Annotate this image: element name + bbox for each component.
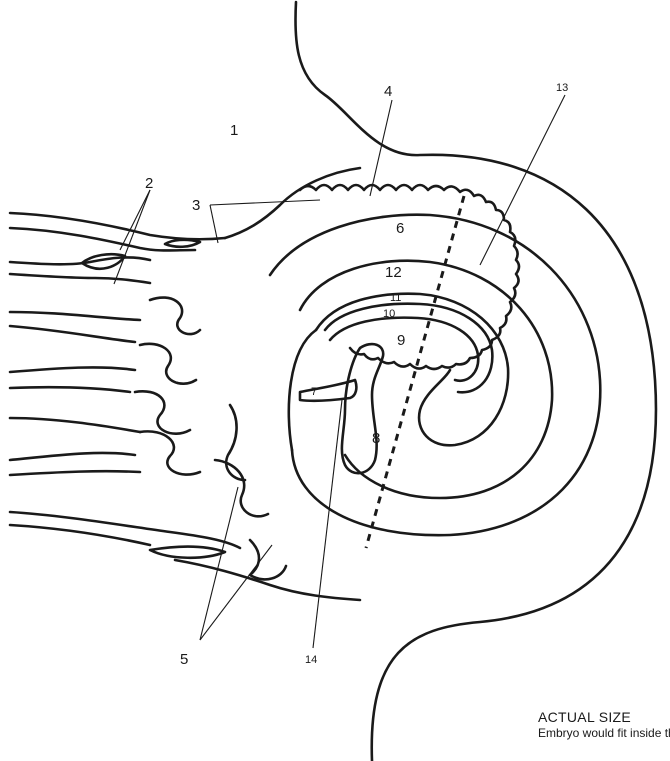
label-11: 11 [390, 292, 401, 304]
villous-vessels [10, 213, 360, 600]
label-1: 1 [230, 122, 238, 139]
chorionic-villi-lobes [135, 168, 360, 579]
label-4: 4 [384, 83, 392, 100]
label-14: 14 [305, 654, 317, 666]
embryo-body-curl [342, 344, 383, 473]
caption-text: Embryo would fit inside the letter o. [538, 726, 670, 741]
label-5: 5 [180, 651, 188, 668]
label-12: 12 [385, 264, 402, 281]
caption-title: ACTUAL SIZE [538, 709, 670, 726]
label-3: 3 [192, 197, 200, 214]
actual-size-caption: ACTUAL SIZE Embryo would fit inside the … [538, 709, 670, 741]
label-10: 10 [383, 308, 395, 320]
label-9: 9 [397, 332, 405, 349]
label-8: 8 [372, 430, 380, 447]
leader-lines [114, 95, 565, 648]
label-7: 7 [311, 386, 317, 398]
label-13: 13 [556, 82, 568, 94]
label-2: 2 [145, 175, 153, 192]
label-6: 6 [396, 220, 404, 237]
yolk-sac-stalk [300, 380, 356, 401]
